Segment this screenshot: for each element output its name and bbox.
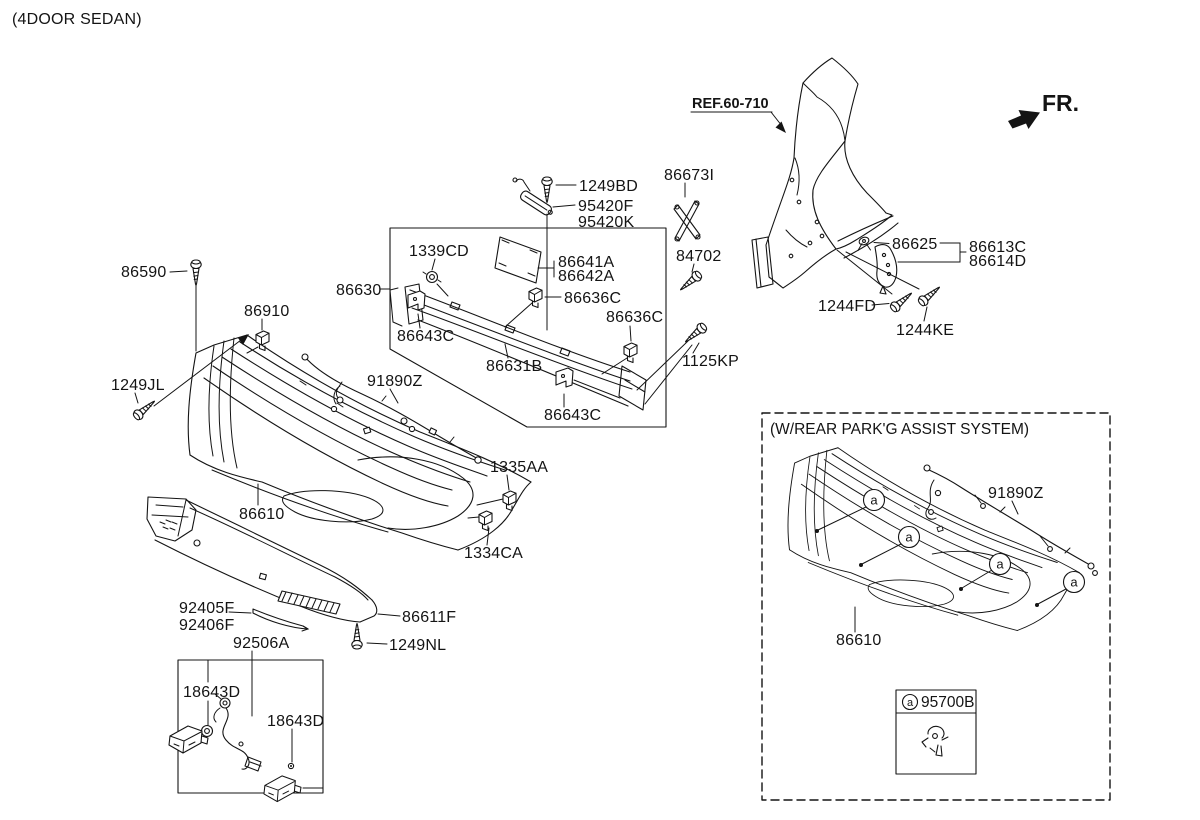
part-label-86643c-upper[interactable]: 86643C bbox=[397, 328, 454, 345]
switch-95420-group: 1249BD 95420F 95420K bbox=[512, 176, 638, 331]
part-label-86641a[interactable]: 86641A bbox=[558, 254, 614, 271]
license-lamp-right-drawing bbox=[263, 775, 302, 803]
part-label-86642a[interactable]: 86642A bbox=[558, 268, 614, 285]
fr-arrow-icon bbox=[1008, 110, 1040, 129]
part-label-86590[interactable]: 86590 bbox=[121, 264, 167, 281]
part-label-86613c[interactable]: 86613C bbox=[969, 239, 1026, 256]
license-lamp-lens-drawing bbox=[252, 608, 309, 630]
nut-1339cd-drawing bbox=[425, 270, 439, 284]
part-label-95700b[interactable]: 95700B bbox=[921, 694, 974, 711]
assembly-arrowhead bbox=[238, 334, 249, 345]
part-label-92405f[interactable]: 92405F bbox=[179, 600, 234, 617]
part-label-86910[interactable]: 86910 bbox=[244, 303, 290, 320]
bolt-1249nl-drawing bbox=[351, 622, 363, 650]
bulb-socket-drawing bbox=[213, 693, 262, 772]
pad-86641a-drawing bbox=[494, 236, 542, 284]
part-label-1339cd[interactable]: 1339CD bbox=[409, 243, 469, 260]
clip-86636c-right-drawing bbox=[623, 342, 638, 364]
ref-callout: REF.60-710 bbox=[690, 96, 786, 133]
screw-1244ke-drawing bbox=[916, 282, 944, 309]
part-label-1244ke[interactable]: 1244KE bbox=[896, 322, 954, 339]
part-label-18643d-left[interactable]: 18643D bbox=[183, 684, 240, 701]
clip-86625-drawing bbox=[857, 236, 871, 251]
part-label-91890z-park[interactable]: 91890Z bbox=[988, 485, 1043, 502]
part-label-86631b[interactable]: 86631B bbox=[486, 358, 542, 375]
part-label-86643c-lower[interactable]: 86643C bbox=[544, 407, 601, 424]
bracket-86643c-upper-drawing bbox=[407, 290, 426, 311]
harness-park-group: 91890Z bbox=[923, 464, 1098, 576]
park-assist-title: (W/REAR PARK'G ASSIST SYSTEM) bbox=[770, 421, 1029, 438]
page-title: (4DOOR SEDAN) bbox=[12, 11, 142, 28]
part-label-86610-park[interactable]: 86610 bbox=[836, 632, 882, 649]
clip-1334ca-drawing bbox=[478, 510, 493, 532]
bracket-86613c-drawing bbox=[874, 244, 898, 288]
part-label-18643d-right[interactable]: 18643D bbox=[267, 713, 324, 730]
bracket-86673i-group: 86673I 84702 bbox=[664, 167, 722, 295]
lower-molding-callouts: 92405F 92406F 86611F 1249NL 92506A bbox=[179, 600, 456, 661]
marker-a-4: a bbox=[1070, 575, 1078, 590]
part-label-84702[interactable]: 84702 bbox=[676, 248, 722, 265]
bracket-86643c-lower-drawing bbox=[555, 367, 574, 388]
part-label-1249jl[interactable]: 1249JL bbox=[111, 377, 165, 394]
part-label-92506a[interactable]: 92506A bbox=[233, 635, 289, 652]
lower-molding-group bbox=[146, 496, 378, 623]
clip-1335aa-drawing bbox=[502, 490, 517, 512]
side-bracket-group bbox=[836, 236, 944, 315]
bumper-side-clips: 1335AA 1334CA bbox=[464, 459, 548, 562]
marker-a-1: a bbox=[870, 493, 878, 508]
marker-a-legend: a bbox=[907, 697, 914, 709]
harness-main-group: 91890Z bbox=[301, 353, 482, 464]
sensor-holder-drawing bbox=[921, 725, 949, 757]
part-label-86610-main[interactable]: 86610 bbox=[239, 506, 285, 523]
part-label-1249bd[interactable]: 1249BD bbox=[579, 178, 638, 195]
part-label-86673i[interactable]: 86673I bbox=[664, 167, 714, 184]
screw-86590-drawing bbox=[190, 259, 202, 287]
quarter-panel-drawing bbox=[751, 57, 899, 289]
ref-arrowhead bbox=[775, 121, 786, 133]
part-label-1249nl[interactable]: 1249NL bbox=[389, 637, 446, 654]
screw-1244fd-drawing bbox=[888, 288, 916, 315]
ref-label[interactable]: REF.60-710 bbox=[692, 96, 769, 112]
screw-1249bd-drawing bbox=[541, 176, 553, 204]
part-label-1334ca[interactable]: 1334CA bbox=[464, 545, 523, 562]
rail-assembly-box: 86630 86641A 86642A 1339CD 866 bbox=[336, 227, 667, 428]
part-label-91890z-main[interactable]: 91890Z bbox=[367, 373, 422, 390]
part-label-86636c-right[interactable]: 86636C bbox=[606, 309, 663, 326]
part-label-95420f[interactable]: 95420F bbox=[578, 198, 633, 215]
marker-a-2: a bbox=[905, 530, 913, 545]
fr-direction: FR. bbox=[1008, 90, 1079, 129]
part-label-92406f[interactable]: 92406F bbox=[179, 617, 234, 634]
side-bracket-callouts: 86625 86613C 86614D 1244FD 1244KE bbox=[818, 236, 1026, 339]
part-label-1335aa[interactable]: 1335AA bbox=[490, 459, 548, 476]
part-label-95420k[interactable]: 95420K bbox=[578, 214, 634, 231]
rail-86631b-drawing bbox=[389, 283, 647, 411]
part-label-1244fd[interactable]: 1244FD bbox=[818, 298, 876, 315]
screw-1249jl-drawing bbox=[131, 396, 159, 423]
part-label-86630[interactable]: 86630 bbox=[336, 282, 382, 299]
part-label-86636c-upper[interactable]: 86636C bbox=[564, 290, 621, 307]
license-lamp-box: 18643D 18643D bbox=[168, 659, 324, 803]
sensor-legend-box: a 95700B bbox=[895, 689, 977, 775]
fr-label: FR. bbox=[1042, 90, 1079, 116]
part-label-86611f[interactable]: 86611F bbox=[402, 609, 456, 626]
marker-a-3: a bbox=[996, 557, 1004, 572]
part-label-86614d[interactable]: 86614D bbox=[969, 253, 1026, 270]
part-label-86625[interactable]: 86625 bbox=[892, 236, 938, 253]
park-assist-box: (W/REAR PARK'G ASSIST SYSTEM) 91890Z a a bbox=[761, 412, 1111, 801]
bumper-fasteners-left: 86590 86910 1249JL bbox=[111, 259, 290, 423]
sensor-markers: a a a a bbox=[815, 488, 1086, 607]
park-bumper-cover-drawing bbox=[787, 447, 1080, 631]
bolt-1125kp-group: 1125KP bbox=[636, 320, 739, 405]
screw-84702-drawing bbox=[676, 268, 704, 295]
part-label-1125kp[interactable]: 1125KP bbox=[682, 353, 739, 370]
